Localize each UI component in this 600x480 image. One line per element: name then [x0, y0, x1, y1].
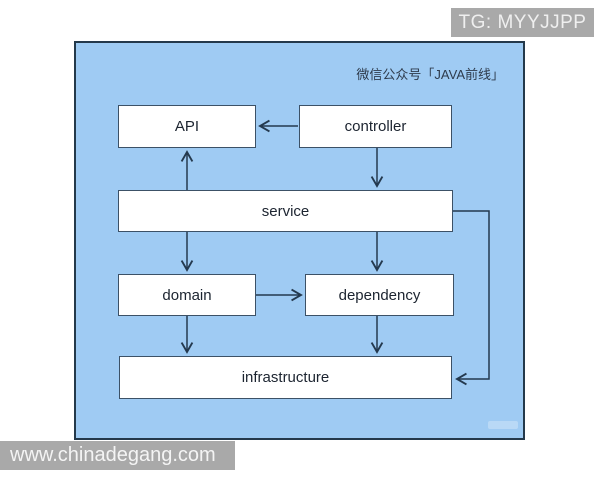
tg-contact-badge: TG: MYYJJPP [451, 8, 594, 37]
site-watermark-bar: www.chinadegang.com [0, 441, 235, 470]
node-domain: domain [118, 274, 256, 316]
node-dependency: dependency [305, 274, 454, 316]
node-service: service [118, 190, 453, 232]
edge-service-infrastructure [453, 210, 490, 386]
node-controller: controller [299, 105, 452, 148]
node-infrastructure: infrastructure [119, 356, 452, 399]
node-api: API [118, 105, 256, 148]
architecture-diagram-panel: 微信公众号「JAVA前线」 [74, 41, 525, 440]
faint-watermark [488, 421, 518, 429]
wechat-account-caption: 微信公众号「JAVA前线」 [356, 67, 504, 82]
